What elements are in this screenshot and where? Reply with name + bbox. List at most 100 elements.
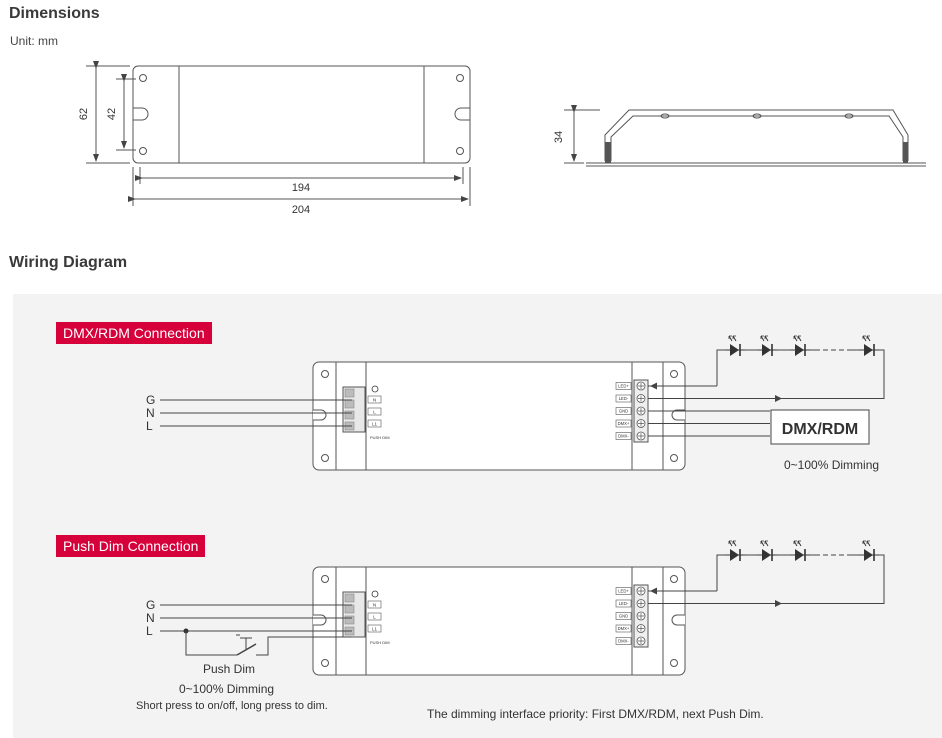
terminal-label-box: [367, 624, 382, 633]
push-instruction: Short press to on/off, long press to dim…: [136, 700, 328, 712]
mount-slot: [313, 614, 327, 626]
dim-height-inner: 42: [106, 108, 118, 120]
input-label-n: N: [146, 611, 155, 625]
output-label: GND: [619, 614, 628, 619]
input-label-g: G: [146, 393, 155, 407]
led-icon: [859, 540, 879, 561]
earth-icon: [371, 385, 379, 393]
wiring-heading: Wiring Diagram: [9, 254, 128, 271]
mount-hole: [670, 575, 678, 583]
push-dim-terminal-label: PUSH DIM: [370, 640, 390, 645]
terminal-label: L: [373, 410, 376, 415]
input-label-l: L: [146, 624, 153, 638]
dmx-connection-badge: DMX/RDM Connection: [56, 322, 212, 344]
push-dim-label: Push Dim: [203, 662, 256, 676]
push-wire: [256, 636, 352, 656]
terminal-screw: [344, 388, 355, 398]
output-label-box: [615, 382, 632, 390]
mount-hole: [670, 370, 678, 378]
input-label-g: G: [146, 598, 155, 612]
dimension-drawing: 62 42 194 204 34: [78, 61, 926, 216]
dmx-dimming-range: 0~100% Dimming: [784, 458, 880, 472]
led-icon: [790, 540, 810, 561]
terminal-label-box: [367, 419, 382, 428]
arrow-head: [775, 600, 782, 607]
led-icon: [725, 540, 745, 561]
output-label-box: [615, 432, 632, 440]
input-terminal-block: [342, 591, 366, 638]
arrow-head: [650, 587, 657, 595]
terminal-label-box: [367, 612, 382, 621]
input-label-l: L: [146, 419, 153, 433]
output-label: DMX-: [618, 639, 629, 644]
push-button-icon: [236, 634, 252, 649]
push-wire: [185, 631, 237, 656]
terminal-screw: [344, 410, 355, 420]
dim-length-inner: 194: [292, 182, 310, 194]
terminal-label: N: [373, 398, 376, 403]
push-dimming-range: 0~100% Dimming: [179, 682, 275, 696]
earth-icon: [371, 590, 379, 598]
mount-slot: [671, 409, 685, 421]
output-label: GND: [619, 409, 628, 414]
led-icon: [859, 335, 879, 356]
input-terminal-block: [342, 386, 366, 433]
terminal-screw: [344, 399, 355, 409]
output-label: LED+: [618, 589, 629, 594]
led-wire: [648, 349, 885, 399]
mount-slot: [671, 614, 685, 626]
mount-hole: [670, 659, 678, 667]
led-icon: [757, 540, 777, 561]
output-label: DMX+: [618, 421, 630, 426]
driver-top-outline: [132, 65, 471, 164]
push-switch-icon: [236, 643, 257, 656]
output-label: LED-: [619, 601, 629, 606]
output-label-box: [615, 394, 632, 403]
input-label-n: N: [146, 406, 155, 420]
arrow-head: [650, 382, 657, 390]
terminal-label: L: [373, 615, 376, 620]
terminal-label: N: [373, 603, 376, 608]
output-label-box: [615, 612, 632, 620]
mount-hole: [321, 659, 329, 667]
priority-note: The dimming interface priority: First DM…: [427, 707, 764, 721]
led-icon: [725, 335, 745, 356]
terminal-label-box: [367, 395, 382, 404]
terminal-screw: [344, 604, 355, 614]
terminal-label: L1: [372, 627, 378, 632]
mount-hole: [321, 454, 329, 462]
led-icon: [757, 335, 777, 356]
terminal-screw: [344, 615, 355, 625]
dmx-controller-box: [770, 409, 870, 445]
driver-side-outline: [586, 109, 926, 167]
dmx-controller-label: DMX/RDM: [782, 421, 858, 438]
dimensions-heading: Dimensions: [9, 5, 100, 22]
output-label-box: [615, 419, 632, 428]
arrow-head: [775, 395, 782, 402]
mount-hole: [321, 370, 329, 378]
terminal-label-box: [367, 600, 382, 609]
unit-label: Unit: mm: [10, 34, 58, 48]
dim-length-total: 204: [292, 204, 310, 216]
terminal-screw: [344, 593, 355, 603]
driver-body: [335, 361, 664, 471]
dim-height-total: 62: [78, 108, 90, 120]
driver-body: [335, 566, 664, 676]
mount-hole: [321, 575, 329, 583]
led-icon: [790, 335, 810, 356]
output-label: LED-: [619, 396, 629, 401]
mount-slot: [313, 409, 327, 421]
push-dim-connection-badge: Push Dim Connection: [56, 535, 206, 557]
output-label-box: [615, 599, 632, 608]
push-dim-terminal-label: PUSH DIM: [370, 435, 390, 440]
dim-side-height: 34: [553, 131, 565, 143]
output-label-box: [615, 637, 632, 645]
mount-hole: [670, 454, 678, 462]
output-label-box: [615, 624, 632, 633]
terminal-label: L1: [372, 422, 378, 427]
output-label: LED+: [618, 384, 629, 389]
terminal-label-box: [367, 407, 382, 416]
output-label-box: [615, 587, 632, 595]
led-wire: [648, 554, 885, 604]
